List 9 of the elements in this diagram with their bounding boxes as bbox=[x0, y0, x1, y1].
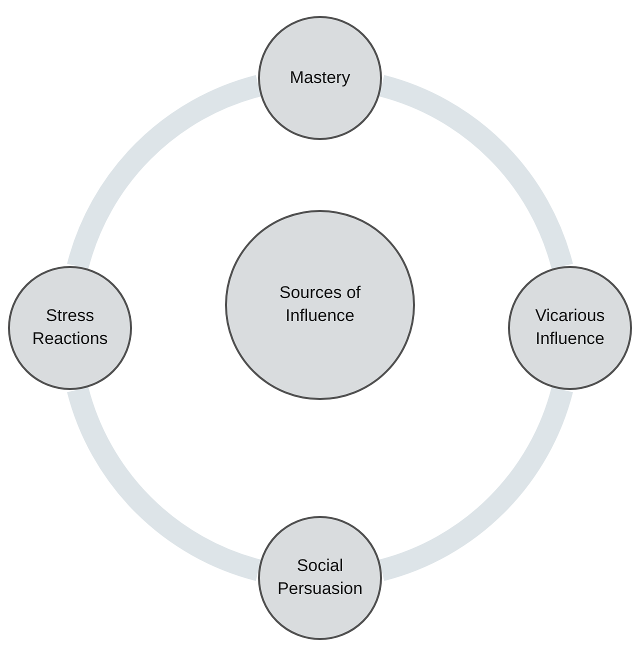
node-label: Stress Reactions bbox=[31, 305, 109, 350]
node-label: Social Persuasion bbox=[276, 555, 364, 600]
ring-connector bbox=[67, 386, 262, 581]
node-label: Mastery bbox=[288, 66, 352, 89]
node-label: Sources of Influence bbox=[278, 282, 362, 327]
node-label: Vicarious Influence bbox=[534, 305, 606, 350]
ring-connector bbox=[378, 386, 573, 581]
ring-connector bbox=[378, 75, 573, 270]
ring-connector bbox=[67, 75, 262, 270]
